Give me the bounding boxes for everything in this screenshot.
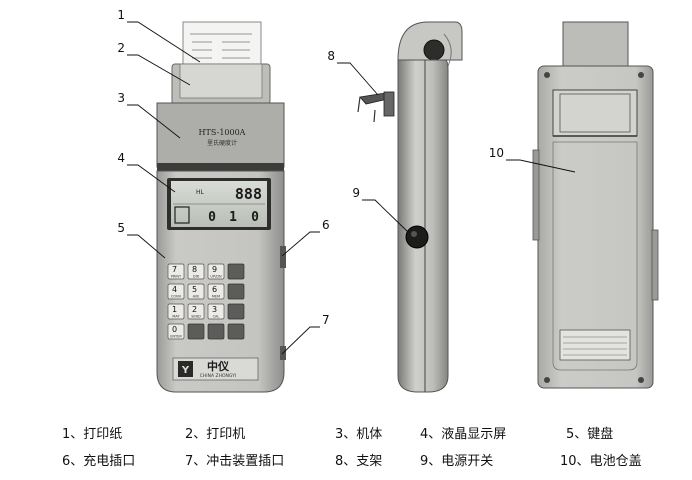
stand-bracket	[357, 91, 395, 123]
lcd-main-value: 888	[235, 185, 262, 203]
caption-10: 10、电池仓盖	[560, 454, 642, 469]
svg-text:Y: Y	[181, 365, 190, 376]
diagram-canvas: HTS-1000A 里氏硬度计 HL 888 0 1 0 7PRINT8DIR9…	[117, 8, 659, 393]
caption-3: 3、机体	[335, 427, 383, 442]
function-key[interactable]	[227, 323, 245, 340]
power-switch	[405, 225, 429, 249]
key-sublabel: MAT	[172, 315, 180, 319]
leader-lines	[127, 21, 576, 355]
callout-2: 2	[117, 41, 125, 55]
callout-6: 6	[322, 218, 330, 232]
callout-8: 8	[327, 49, 335, 63]
caption-2: 2、打印机	[185, 427, 246, 442]
model-label: HTS-1000A	[199, 128, 246, 137]
caption-6: 6、充电插口	[62, 454, 136, 469]
function-key[interactable]	[227, 263, 245, 280]
lcd-unit: HL	[196, 189, 205, 196]
caption-8: 8、支架	[335, 454, 383, 469]
key-sublabel: MEM	[212, 295, 220, 299]
front-view: HTS-1000A 里氏硬度计 HL 888 0 1 0 7PRINT8DIR9…	[156, 21, 286, 393]
caption-1: 1、打印纸	[62, 427, 123, 442]
key-label: 1	[172, 305, 177, 314]
key-label: 0	[172, 325, 177, 334]
key-label: 5	[192, 285, 197, 294]
key-sublabel: SEND	[191, 315, 201, 319]
callout-4: 4	[117, 151, 125, 165]
key-sublabel: UP/DN	[210, 275, 222, 279]
key-sublabel: CAL	[213, 315, 220, 319]
keypad: 7PRINT8DIR9UP/DN4CONV5AVE6MEM1MAT2SEND3C…	[167, 263, 245, 340]
key-sublabel: CONV	[171, 295, 182, 299]
function-key[interactable]	[227, 303, 245, 320]
key-label: 4	[172, 285, 177, 294]
lcd-lower-3: 0	[251, 210, 259, 225]
printer-roll	[423, 39, 445, 61]
key-label: 9	[212, 265, 217, 274]
lcd-display: HL 888 0 1 0	[167, 178, 271, 230]
key-label: 6	[212, 285, 217, 294]
brand-en: CHINA ZHONGYI	[200, 373, 236, 379]
key-sublabel: AVE	[193, 295, 200, 299]
callout-1: 1	[117, 8, 125, 22]
callout-numbers: 1 2 3 4 5 6 7 8 9 10	[117, 8, 504, 327]
lcd-lower-1: 0	[208, 210, 216, 225]
key-sublabel: DIR	[193, 275, 200, 279]
key-sublabel: PRINT	[171, 275, 182, 279]
callout-3: 3	[117, 91, 125, 105]
key-label: 7	[172, 265, 177, 274]
back-window	[552, 89, 638, 137]
callout-10: 10	[489, 146, 504, 160]
function-key[interactable]	[207, 323, 225, 340]
back-view	[532, 21, 659, 389]
brand-cn: 中仪	[207, 359, 230, 373]
callout-5: 5	[117, 221, 125, 235]
key-label: 2	[192, 305, 197, 314]
function-key[interactable]	[187, 323, 205, 340]
charging-port	[280, 246, 286, 268]
side-view	[357, 21, 463, 393]
model-subtitle: 里氏硬度计	[207, 139, 237, 147]
lcd-lower-2: 1	[229, 210, 237, 225]
printer-module	[171, 63, 271, 105]
key-9[interactable]: 9UP/DN	[207, 263, 225, 280]
caption-4: 4、液晶显示屏	[420, 427, 507, 442]
function-key[interactable]	[227, 283, 245, 300]
callout-7: 7	[322, 313, 330, 327]
caption-5: 5、键盘	[566, 427, 614, 442]
battery-cover	[552, 141, 638, 371]
nameplate	[559, 329, 631, 361]
callout-9: 9	[352, 186, 360, 200]
caption-9: 9、电源开关	[420, 454, 494, 469]
key-label: 8	[192, 265, 197, 274]
brand-logo: Y 中仪 CHINA ZHONGYI	[172, 357, 259, 381]
key-sublabel: ENTER	[170, 335, 182, 339]
key-label: 3	[212, 305, 217, 314]
caption-7: 7、冲击装置插口	[185, 454, 285, 469]
